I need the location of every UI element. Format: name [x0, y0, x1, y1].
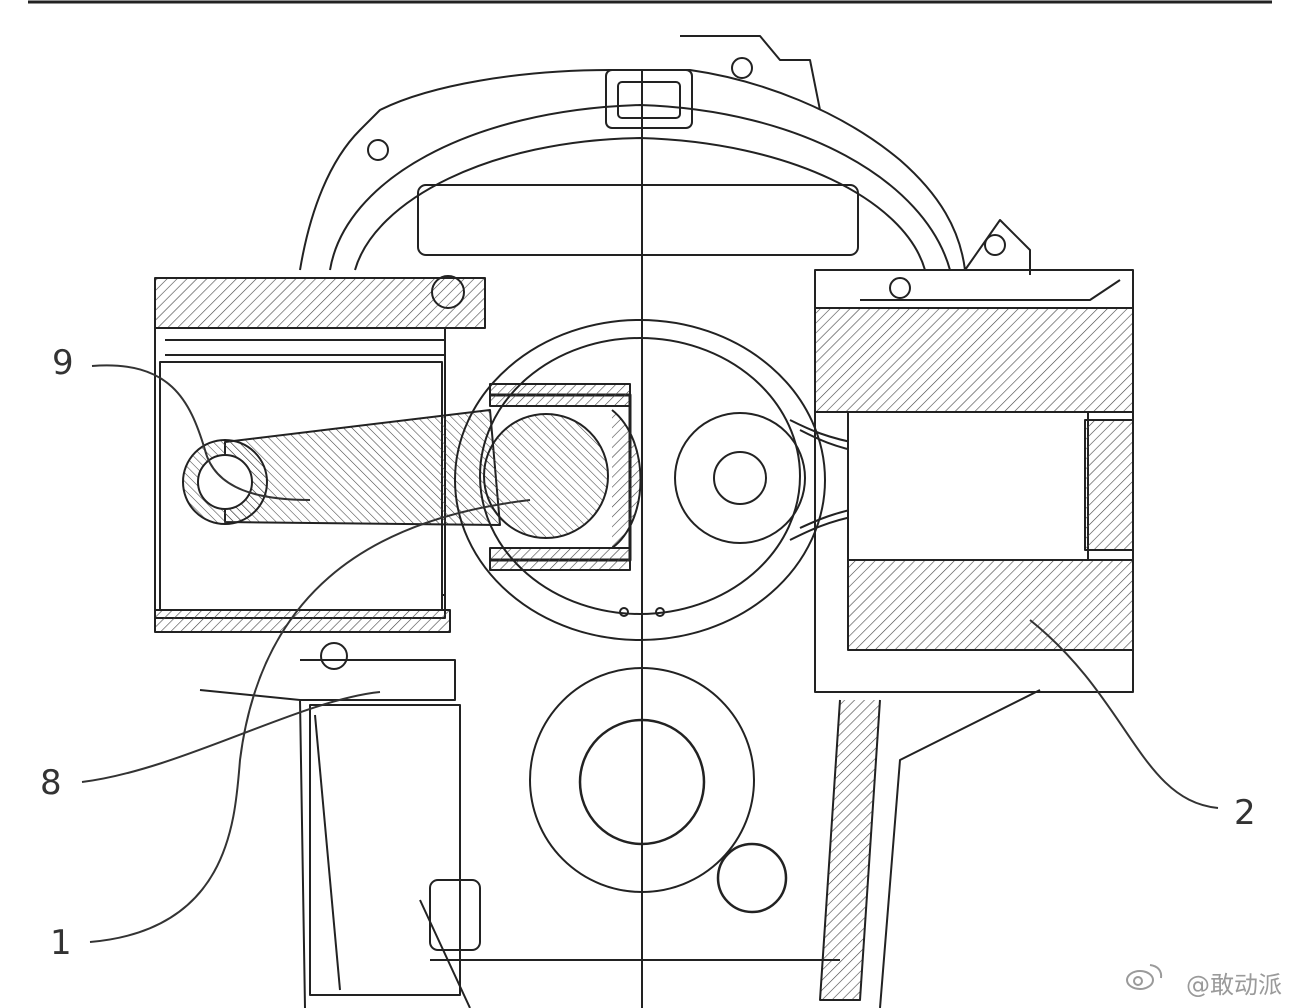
right-gallery-hole	[889, 277, 911, 299]
right-crank-web	[674, 412, 806, 544]
upper-bridge	[417, 184, 859, 256]
left-small-end-bore	[197, 454, 253, 510]
crankcase-ellipse	[454, 319, 826, 641]
right-crank-journal	[713, 451, 767, 505]
callout-1: 1	[50, 923, 72, 963]
bolt-hole-top-right	[731, 57, 753, 79]
right-cylinder-liner-top	[814, 307, 1134, 413]
lower-left-rib	[309, 704, 461, 996]
callout-8: 8	[40, 763, 62, 803]
leader-line-8	[81, 691, 381, 783]
right-cylinder-liner-bottom	[847, 559, 1134, 651]
housing-outline	[299, 35, 1031, 275]
left-gallery-hole	[431, 275, 465, 309]
left-cylinder-liner-top	[154, 277, 486, 329]
bolt-hole-top-left	[367, 139, 389, 161]
top-boss	[605, 69, 693, 129]
left-crank-pin	[483, 413, 609, 539]
watermark: @敢动派	[1186, 965, 1282, 1000]
lower-crankcase	[199, 659, 1041, 1008]
main-bearing-outer	[529, 667, 755, 893]
right-block-outer	[814, 269, 1134, 693]
leader-line-1	[89, 499, 531, 943]
callout-2: 2	[1234, 793, 1256, 833]
leader-line-9	[91, 364, 311, 501]
housing-inner-arc	[329, 104, 951, 271]
bolt-hole-right	[984, 234, 1006, 256]
crankcase-ellipse-inner	[479, 337, 801, 615]
oil-gallery-hole	[716, 842, 788, 914]
weibo-logo-icon	[1126, 964, 1163, 990]
callout-9: 9	[52, 343, 74, 383]
watermark-text: @敢动派	[1186, 971, 1282, 999]
main-bearing-bore	[578, 718, 706, 846]
housing-inner-arc-2	[354, 137, 926, 271]
right-piston-crown	[1084, 419, 1134, 551]
left-cylinder-liner-bottom	[154, 609, 451, 633]
right-piston	[847, 411, 1089, 561]
left-dowel-hole	[320, 642, 348, 670]
leader-line-2	[1029, 619, 1219, 809]
top-boss-inner	[617, 81, 681, 119]
